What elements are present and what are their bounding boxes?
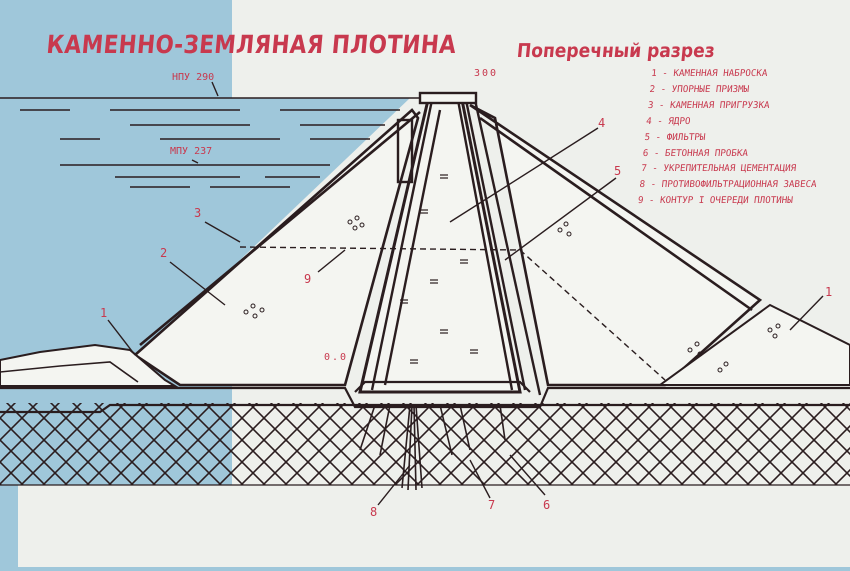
legend-item: 2 - УПОРНЫЕ ПРИЗМЫ [648, 83, 750, 95]
upstream-toe-rockfill [0, 343, 179, 387]
stage-one-contour [239, 246, 666, 381]
dam-crest [418, 91, 478, 105]
foundation-layer [0, 386, 850, 414]
crest-level-label: 300 [474, 68, 499, 79]
level-mpu-label: МПУ 237 [170, 146, 213, 157]
poster-title: КАМЕННО-ЗЕМЛЯНАЯ ПЛОТИНА [45, 30, 458, 59]
callout-4: 4 [598, 116, 606, 130]
legend-item: 9 - КОНТУР I ОЧЕРЕДИ ПЛОТИНЫ [637, 195, 794, 207]
legend-item: 7 - УКРЕПИТЕЛЬНАЯ ЦЕМЕНТАЦИЯ [640, 163, 797, 175]
concrete-plug [354, 380, 531, 393]
callout-7: 7 [488, 498, 496, 512]
rock-fill-line [139, 111, 421, 346]
downstream-toe-rockfill [656, 303, 850, 386]
callout-8: 8 [370, 505, 378, 519]
legend-item: 5 - ФИЛЬТРЫ [643, 131, 706, 143]
dam-filters [370, 99, 542, 396]
pebble-clusters [243, 215, 781, 373]
callout-3: 3 [194, 206, 202, 220]
legend-item: 4 - ЯДРО [645, 115, 692, 127]
legend-item: 8 - ПРОТИВОФИЛЬТРАЦИОННАЯ ЗАВЕСА [638, 179, 818, 191]
legend: 1 - КАМЕННАЯ НАБРОСКА 2 - УПОРНЫЕ ПРИЗМЫ… [637, 66, 829, 209]
callout-1-left: 1 [100, 306, 108, 320]
water-lines [0, 97, 420, 188]
callout-9: 9 [304, 272, 312, 286]
legend-item: 6 - БЕТОННАЯ ПРОБКА [642, 147, 749, 159]
legend-item: 1 - КАМЕННАЯ НАБРОСКА [650, 68, 768, 79]
level-npu-label: НПУ 290 [172, 72, 215, 83]
callout-2: 2 [160, 246, 168, 260]
callout-1-right: 1 [825, 285, 833, 299]
downstream-prism [469, 103, 763, 387]
callout-5: 5 [614, 164, 622, 178]
upstream-toe-layers [0, 361, 139, 383]
legend-item: 3 - КАМЕННАЯ ПРИГРУЗКА [647, 99, 771, 111]
upstream-water [0, 0, 410, 360]
downstream-slope-line [479, 116, 753, 312]
core-texture [400, 174, 478, 364]
callout-6: 6 [543, 498, 551, 512]
leader-lines [107, 81, 824, 506]
poster-subtitle: Поперечный разрез [515, 40, 716, 62]
upstream-prism [132, 108, 420, 387]
base-level-label: 0.0 [324, 352, 349, 363]
bedrock-hatching [0, 403, 850, 485]
